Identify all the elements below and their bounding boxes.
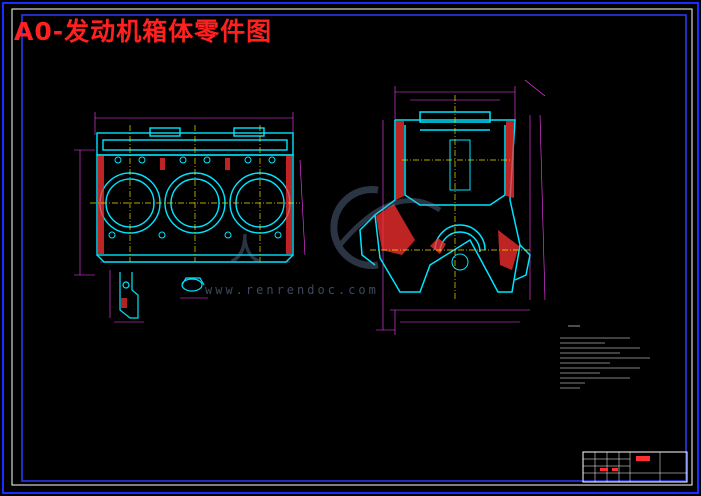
inner-border [11,8,693,486]
watermark-url: www.renrendoc.com [205,283,379,297]
technical-notes [560,325,650,389]
front-view [74,112,306,276]
detail-views [109,270,208,323]
svg-text:人: 人 [230,233,260,268]
watermark-logo: 人 [230,186,442,269]
drawing-title: A0-发动机箱体零件图 [14,17,273,46]
drawing-frame [21,14,687,482]
side-section-view [359,79,546,335]
title-block [582,451,688,483]
